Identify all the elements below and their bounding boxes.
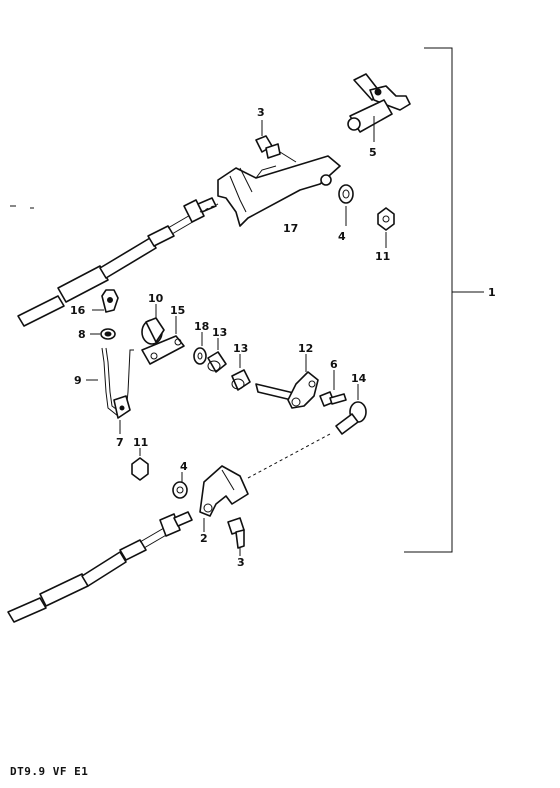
upper-cable [10, 197, 217, 327]
plate-15 [141, 316, 185, 365]
callout-8: 8 [78, 328, 86, 341]
bolt-6 [319, 370, 347, 407]
callout-3-upper: 3 [257, 106, 265, 119]
callout-14: 14 [351, 372, 367, 385]
callout-13-a: 13 [212, 326, 227, 339]
callout-3-lower: 3 [237, 556, 245, 569]
washer-4-upper [338, 184, 354, 226]
callout-13-b: 13 [233, 342, 248, 355]
callout-12: 12 [298, 342, 313, 355]
callout-6: 6 [330, 358, 338, 371]
spring-clip-7 [113, 395, 131, 434]
callout-10: 10 [148, 292, 164, 305]
nut-11-upper [377, 207, 395, 248]
bracket-2 [199, 465, 249, 532]
callout-16: 16 [70, 304, 86, 317]
joint-14 [335, 384, 367, 435]
callout-17: 17 [283, 222, 298, 235]
pivot-5 [347, 73, 411, 142]
callout-2: 2 [200, 532, 208, 545]
assembly-bracket [404, 47, 484, 553]
bracket-17 [217, 155, 341, 227]
callout-1: 1 [488, 286, 496, 299]
callout-5: 5 [369, 146, 377, 159]
callout-11-upper: 11 [375, 250, 390, 263]
lever-12 [255, 354, 319, 409]
clip-16 [92, 289, 119, 313]
bushing-10 [141, 304, 165, 345]
bolt-3-upper [255, 120, 297, 163]
callout-4-upper: 4 [338, 230, 346, 243]
callout-15: 15 [170, 304, 185, 317]
washer-8 [90, 328, 116, 340]
callout-7: 7 [116, 436, 124, 449]
bushing-13-a [207, 338, 227, 373]
bushing-13-b [231, 354, 251, 391]
model-caption: DT9.9 VF E1 [10, 765, 89, 778]
washer-18 [193, 332, 207, 365]
callout-11-lower: 11 [133, 436, 148, 449]
callout-9: 9 [74, 374, 82, 387]
nut-11-lower [131, 448, 149, 481]
bolt-3-lower [227, 517, 245, 556]
callout-4-lower: 4 [180, 460, 188, 473]
lower-cable [7, 511, 193, 623]
washer-4-lower [172, 472, 188, 499]
callout-18: 18 [194, 320, 209, 333]
